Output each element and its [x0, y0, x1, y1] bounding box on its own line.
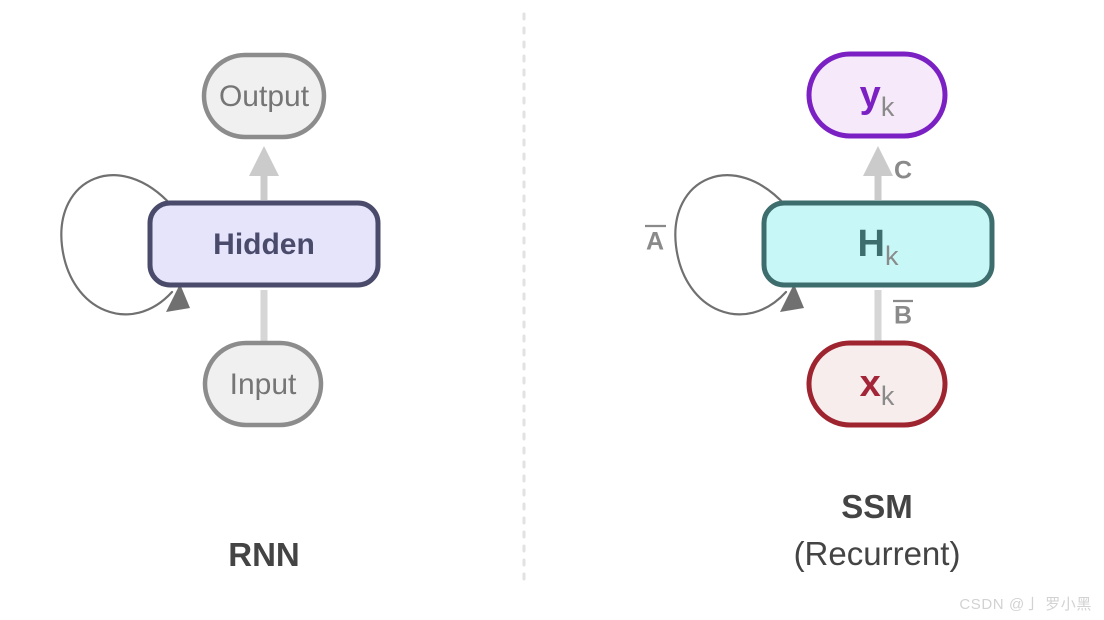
- node-y-k-label: yk: [860, 74, 895, 122]
- node-input-label: Input: [230, 368, 297, 401]
- panel-ssm: B C A yk: [645, 51, 995, 572]
- node-H-k[interactable]: Hk: [761, 200, 995, 288]
- edge-hidden-to-output: [249, 146, 279, 200]
- caption-ssm-subtitle: (Recurrent): [794, 535, 961, 572]
- node-hidden[interactable]: Hidden: [147, 200, 381, 288]
- panel-rnn: Output Hidden Input RNN: [60, 52, 381, 573]
- caption-ssm: SSM: [841, 488, 913, 525]
- edge-label-C: C: [894, 157, 912, 185]
- node-output[interactable]: Output: [201, 52, 327, 140]
- node-y-k-subscript: k: [881, 92, 895, 122]
- node-H-k-base: H: [858, 223, 885, 265]
- node-x-k-subscript: k: [881, 381, 895, 411]
- node-output-label: Output: [219, 80, 310, 113]
- node-x-k-base: x: [860, 363, 881, 405]
- caption-rnn: RNN: [228, 536, 300, 573]
- edge-H-to-y: [863, 146, 893, 200]
- csdn-watermark: CSDN @亅 罗小黑: [959, 596, 1092, 613]
- node-H-k-label: Hk: [858, 223, 899, 271]
- node-hidden-label: Hidden: [213, 228, 315, 261]
- edge-label-B-bar: B: [893, 299, 913, 330]
- node-x-k-label: xk: [860, 363, 895, 411]
- edge-H-self-loop: [674, 174, 804, 316]
- node-y-k[interactable]: yk: [806, 51, 948, 139]
- node-y-k-base: y: [860, 74, 881, 116]
- edge-label-B-bar-text: B: [894, 302, 912, 330]
- node-x-k[interactable]: xk: [806, 340, 948, 428]
- edge-label-A-bar-text: A: [646, 228, 664, 256]
- edge-hidden-self-loop: [60, 174, 190, 316]
- edge-label-A-bar: A: [645, 224, 666, 256]
- node-H-k-subscript: k: [885, 241, 899, 271]
- node-input[interactable]: Input: [202, 340, 324, 428]
